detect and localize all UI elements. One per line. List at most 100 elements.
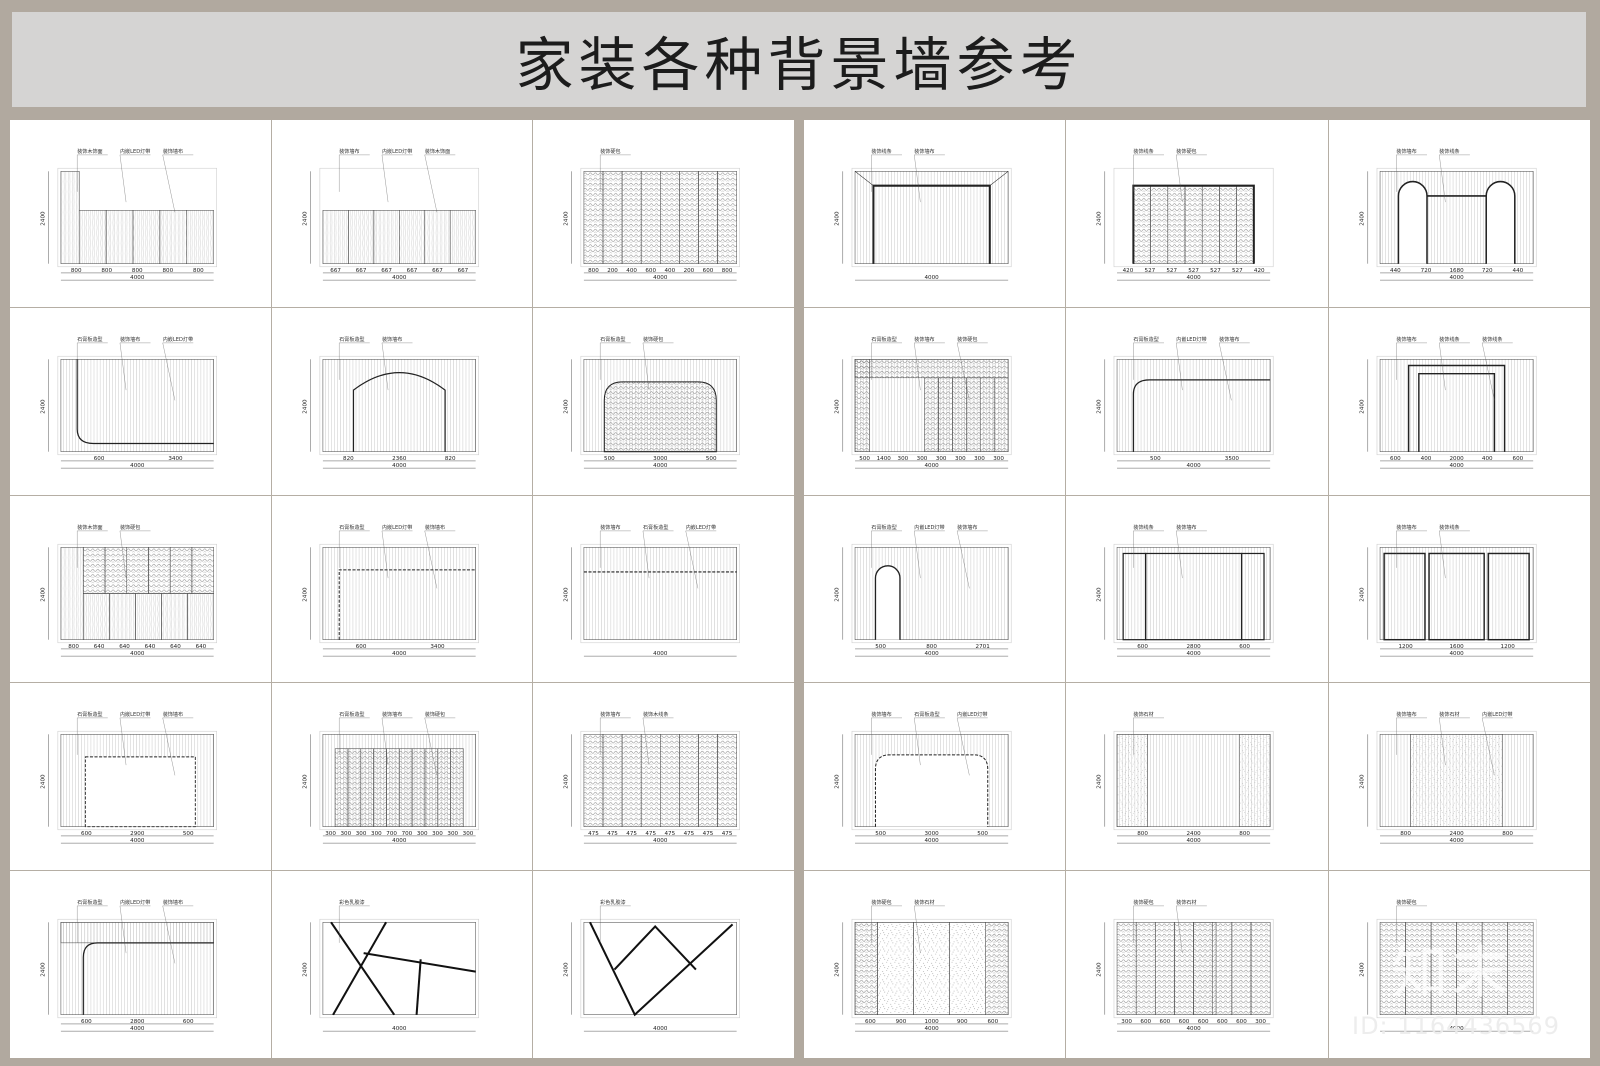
height-dimension: 2400	[302, 587, 308, 602]
segment-dimension: 1600	[1449, 643, 1464, 649]
segment-dimension: 500	[183, 831, 194, 837]
material-label: 装饰墙布	[957, 523, 977, 530]
height-dimension: 2400	[41, 587, 47, 602]
total-dimension: 4000	[392, 838, 407, 844]
segment-dimension: 800	[71, 268, 82, 274]
material-label: 装饰墙布	[382, 336, 402, 343]
segment-dimension: 600	[1179, 1019, 1190, 1025]
material-label: 装饰墙布	[120, 336, 140, 343]
segment-dimension: 500	[977, 831, 988, 837]
segment-dimension: 300	[974, 456, 985, 462]
material-label: 装饰墙布	[601, 523, 621, 530]
segment-dimension: 2900	[130, 831, 145, 837]
segment-dimension: 300	[432, 831, 443, 837]
segment-dimension: 800	[1502, 831, 1513, 837]
segment-dimension: 600	[1141, 1019, 1152, 1025]
material-label: 石膏板造型	[77, 711, 102, 718]
material-label: 装饰墙布	[601, 711, 621, 718]
total-dimension: 4000	[653, 651, 668, 657]
segment-dimension: 900	[896, 1019, 907, 1025]
height-dimension: 2400	[1097, 399, 1103, 414]
segment-dimension: 527	[1232, 268, 1243, 274]
height-dimension: 2400	[1097, 211, 1103, 226]
segment-dimension: 400	[1420, 456, 1431, 462]
total-dimension: 4000	[392, 651, 407, 657]
total-dimension: 4000	[130, 463, 145, 469]
segment-dimension: 800	[722, 268, 733, 274]
material-label: 石膏板造型	[643, 523, 668, 530]
segment-dimension: 2400	[1449, 831, 1464, 837]
segment-dimension: 600	[1198, 1019, 1209, 1025]
segment-dimension: 1680	[1449, 268, 1464, 274]
height-dimension: 2400	[1359, 774, 1365, 789]
segment-dimension: 600	[988, 1019, 999, 1025]
material-label: 装饰硬包	[1396, 899, 1416, 906]
segment-dimension: 475	[588, 831, 599, 837]
segment-dimension: 600	[81, 1019, 92, 1025]
segment-dimension: 800	[588, 268, 599, 274]
total-dimension: 4000	[130, 838, 145, 844]
material-label: 石膏板造型	[601, 336, 626, 343]
material-label: 内嵌LED灯带	[120, 711, 150, 718]
material-label: 装饰石材	[1177, 899, 1197, 906]
height-dimension: 2400	[835, 774, 841, 789]
page-title: 家装各种背景墙参考	[515, 30, 1083, 99]
segment-dimension: 800	[132, 268, 143, 274]
segment-dimension: 600	[355, 643, 366, 649]
material-label: 装饰墙布	[914, 148, 934, 155]
total-dimension: 4000	[392, 463, 407, 469]
segment-dimension: 667	[355, 268, 366, 274]
total-dimension: 4000	[1449, 275, 1464, 281]
material-label: 装饰硬包	[1177, 148, 1197, 155]
segment-dimension: 475	[684, 831, 695, 837]
segment-dimension: 527	[1210, 268, 1221, 274]
material-label: 内嵌LED灯带	[120, 148, 150, 155]
material-label: 装饰木饰面	[77, 148, 102, 155]
segment-dimension: 667	[330, 268, 341, 274]
watermark-logo: 知末	[1392, 941, 1512, 1006]
total-dimension: 4000	[130, 275, 145, 281]
material-label: 石膏板造型	[871, 336, 896, 343]
material-label: 石膏板造型	[339, 523, 364, 530]
segment-dimension: 800	[68, 643, 79, 649]
height-dimension: 2400	[302, 211, 308, 226]
segment-dimension: 600	[865, 1019, 876, 1025]
total-dimension: 4000	[924, 275, 939, 281]
material-label: 内嵌LED灯带	[1482, 711, 1512, 718]
segment-dimension: 800	[193, 268, 204, 274]
segment-dimension: 300	[325, 831, 336, 837]
segment-dimension: 640	[119, 643, 130, 649]
height-dimension: 2400	[564, 587, 570, 602]
segment-dimension: 475	[703, 831, 714, 837]
segment-dimension: 300	[340, 831, 351, 837]
segment-dimension: 475	[665, 831, 676, 837]
segment-dimension: 3500	[1225, 456, 1240, 462]
height-dimension: 2400	[564, 399, 570, 414]
segment-dimension: 300	[1122, 1019, 1133, 1025]
material-label: 内嵌LED灯带	[163, 336, 193, 343]
total-dimension: 4000	[653, 275, 668, 281]
